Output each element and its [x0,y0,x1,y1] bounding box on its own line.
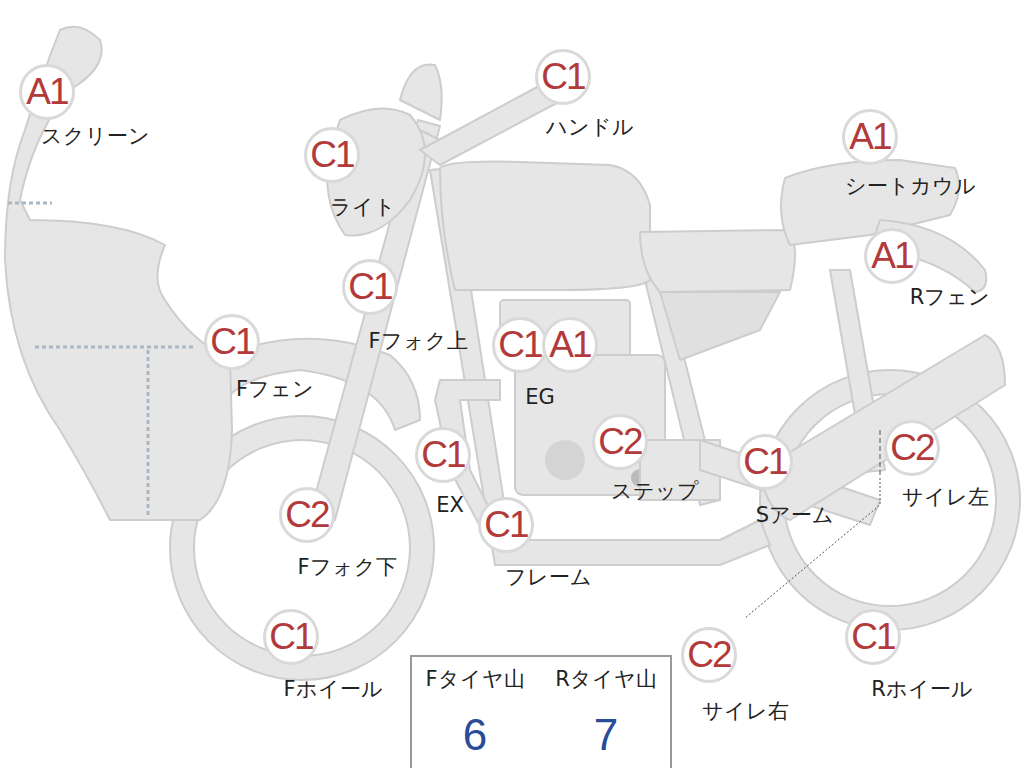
callout-code: C1 [415,427,471,483]
callout-code: A1 [542,317,598,373]
table-header: Fタイヤ山 [425,667,524,692]
callout-code: C1 [204,314,260,370]
callout-code: C2 [279,487,335,543]
callout-code: C1 [535,49,591,105]
part-name: Rホイール [871,677,973,702]
part-name: スクリーン [41,124,150,149]
callout-code: C2 [681,627,737,683]
callout-code: C1 [845,609,901,665]
table-header: Rタイヤ山 [555,667,657,692]
table-value: 6 [463,709,487,762]
part-name: フレーム [505,565,592,590]
part-name: ライト [330,195,396,220]
part-name: Rフェン [910,285,991,310]
callout-code: C1 [737,434,793,490]
part-name: ステップ [611,479,699,504]
part-name: Sアーム [756,503,834,528]
part-name: ハンドル [546,115,634,140]
part-name: サイレ右 [702,699,789,724]
part-name: Fフォク下 [297,555,396,580]
callout-code: C1 [304,127,360,183]
callout-code: C1 [492,317,548,373]
part-name: シートカウル [845,174,976,199]
part-name: EX [436,493,464,518]
callout-code: A1 [19,64,75,120]
callout-code: C2 [884,420,940,476]
callout-code: C2 [592,414,648,470]
callout-code: C1 [263,609,319,665]
callout-code: C1 [342,259,398,315]
part-name: サイレ左 [902,485,989,510]
callout-code: A1 [842,109,898,165]
part-name: EG [525,385,555,410]
table-value: 7 [594,709,618,762]
part-name: Fフォク上 [368,329,467,354]
callout-code: C1 [478,497,534,553]
callout-code: A1 [864,228,920,284]
part-name: Fホイール [283,677,382,702]
part-name: Fフェン [236,377,314,402]
